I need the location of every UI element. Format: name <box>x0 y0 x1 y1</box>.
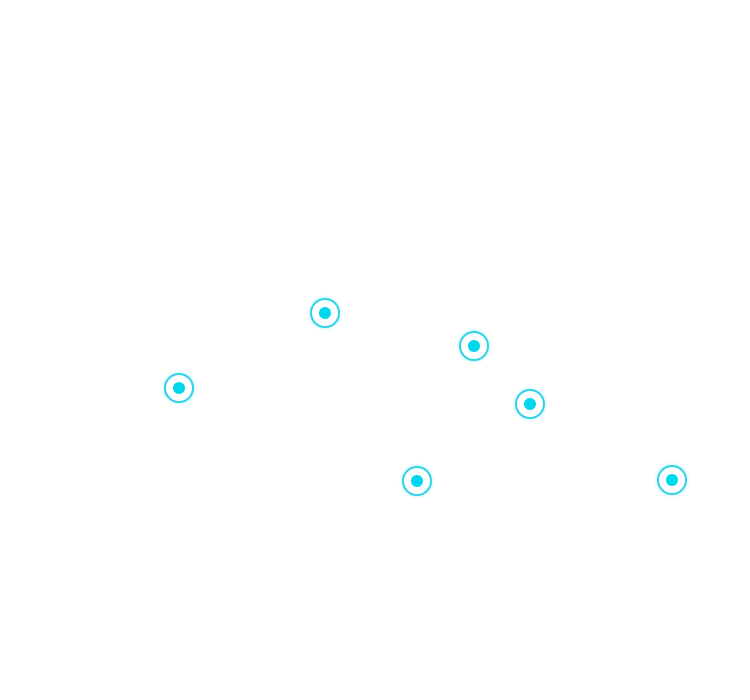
target-dot-icon <box>173 382 185 394</box>
target-marker[interactable] <box>459 331 489 361</box>
target-dot-icon <box>319 307 331 319</box>
target-dot-icon <box>468 340 480 352</box>
target-marker[interactable] <box>402 466 432 496</box>
target-marker[interactable] <box>310 298 340 328</box>
target-marker[interactable] <box>515 389 545 419</box>
target-dot-icon <box>411 475 423 487</box>
target-marker[interactable] <box>657 465 687 495</box>
target-dot-icon <box>524 398 536 410</box>
target-dot-icon <box>666 474 678 486</box>
target-marker[interactable] <box>164 373 194 403</box>
